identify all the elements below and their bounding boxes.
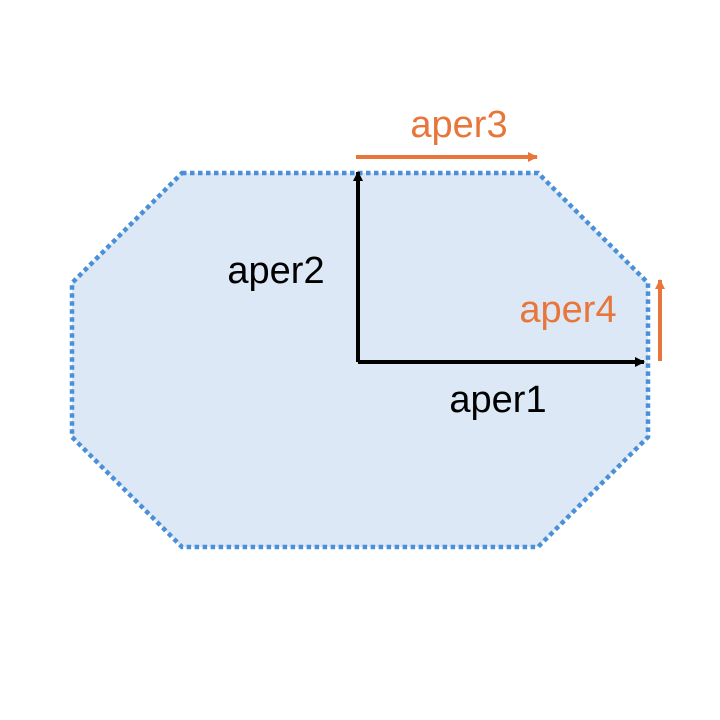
aper4-label: aper4: [519, 289, 616, 331]
aper3-label: aper3: [410, 104, 507, 146]
aper2-label: aper2: [227, 250, 324, 292]
aper1-label: aper1: [449, 379, 546, 421]
